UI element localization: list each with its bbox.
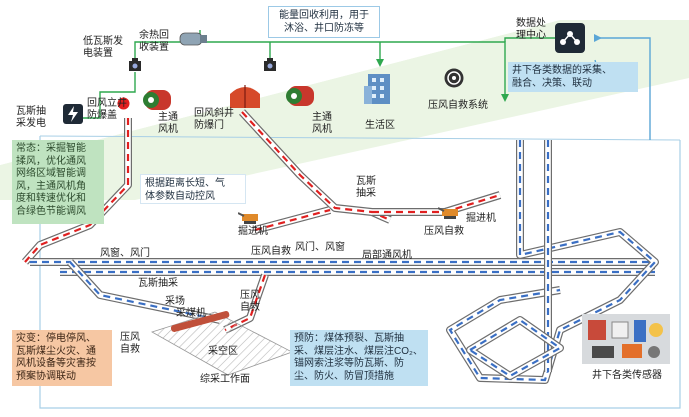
return-shaft-tunnel-airflow bbox=[24, 118, 130, 263]
data-center-label: 数据处 理中心 bbox=[516, 18, 546, 41]
surface-upper bbox=[0, 20, 560, 165]
disaster-box: 灾变：停电停风、 瓦斯煤尘火灾、通 风机设备等灾害按 预案协调联动 bbox=[12, 330, 112, 386]
roadheader-icon-2 bbox=[438, 205, 460, 219]
goaf-label: 采场 bbox=[165, 296, 185, 307]
air-system-label: 压风自救系统 bbox=[428, 100, 488, 111]
main-fan-icon-2 bbox=[286, 82, 320, 110]
data-fusion-box: 井下各类数据的采集、 融合、决策、联动 bbox=[508, 62, 638, 92]
building-icon bbox=[362, 68, 398, 106]
roadheader-label-2: 掘进机 bbox=[466, 213, 496, 224]
gas-extract-mid-label: 瓦斯 抽采 bbox=[356, 176, 376, 199]
data-network-top bbox=[39, 135, 681, 141]
right-loop-airflow bbox=[448, 140, 657, 382]
auto-control-box: 根据距离长短、气 体参数自动控风 bbox=[140, 174, 246, 204]
air-rescue-label-3: 压风 自救 bbox=[240, 290, 260, 313]
lower-left-roadway-airflow bbox=[69, 261, 221, 322]
air-rescue-label-1: 压风自救 bbox=[251, 246, 291, 257]
prevention-box: 预防：煤体预裂、瓦斯抽 采、煤层注水、煤层注CO₂、 锚网索注浆等防瓦斯、防 尘… bbox=[290, 330, 428, 386]
gob-area-shape bbox=[151, 311, 293, 376]
power-generator-icon bbox=[62, 103, 84, 125]
air-rescue-label-4: 压风 自救 bbox=[120, 332, 140, 355]
shearer-shape bbox=[170, 311, 230, 332]
incline-tunnel-airflow bbox=[241, 111, 391, 222]
data-center-icon bbox=[554, 22, 586, 54]
generator-unit-icon bbox=[128, 58, 142, 72]
roadheader-label-1: 掘进机 bbox=[238, 226, 268, 237]
shearer-label: 采煤机 bbox=[176, 308, 206, 319]
incline-door-label: 回风斜井 防爆门 bbox=[194, 108, 234, 131]
return-shaft-label: 回风立井 防爆盖 bbox=[87, 98, 127, 121]
air-door-label: 风窗、风门 bbox=[100, 248, 150, 259]
explosion-cover-icon bbox=[117, 97, 130, 110]
explosion-door-icon bbox=[228, 80, 262, 110]
main-fan-label-1: 主通 风机 bbox=[158, 112, 178, 135]
roadheader-icon bbox=[238, 210, 260, 224]
working-face-label: 综采工作面 bbox=[200, 374, 250, 385]
gas-extract-low-label: 瓦斯抽采 bbox=[138, 278, 178, 289]
gob-area-label: 采空区 bbox=[208, 346, 238, 357]
local-fan-label: 局部通风机 bbox=[362, 250, 412, 261]
main-fan-label-2: 主通 风机 bbox=[312, 112, 332, 135]
living-area-label: 生活区 bbox=[365, 120, 395, 131]
sensors-photo-icon bbox=[582, 314, 670, 364]
compressor-icon bbox=[444, 68, 464, 88]
waste-heat-label: 余热回 收装置 bbox=[139, 30, 169, 53]
door-window-label: 风门、风窗 bbox=[295, 242, 345, 253]
energy-recovery-box: 能量回收利用，用于 沐浴、井口防冻等 bbox=[268, 6, 380, 38]
normal-state-box: 常态：采掘智能 揉风，优化通风 网络区域智能调 风，主通风机角 度和转速优化和 … bbox=[12, 140, 104, 224]
low-gas-generator-label: 低瓦斯发 电装置 bbox=[83, 36, 123, 59]
generator-unit-icon-2 bbox=[263, 58, 277, 72]
main-fan-icon bbox=[143, 86, 177, 114]
upper-heading-airflow bbox=[254, 208, 331, 232]
air-rescue-label-2: 压风自救 bbox=[424, 226, 464, 237]
heat-recovery-icon bbox=[178, 30, 208, 48]
sensors-label: 井下各类传感器 bbox=[592, 370, 662, 381]
gas-power-label: 瓦斯抽 采发电 bbox=[16, 106, 46, 129]
inner-loop-airflow bbox=[467, 318, 563, 378]
data-network-border bbox=[39, 136, 681, 409]
